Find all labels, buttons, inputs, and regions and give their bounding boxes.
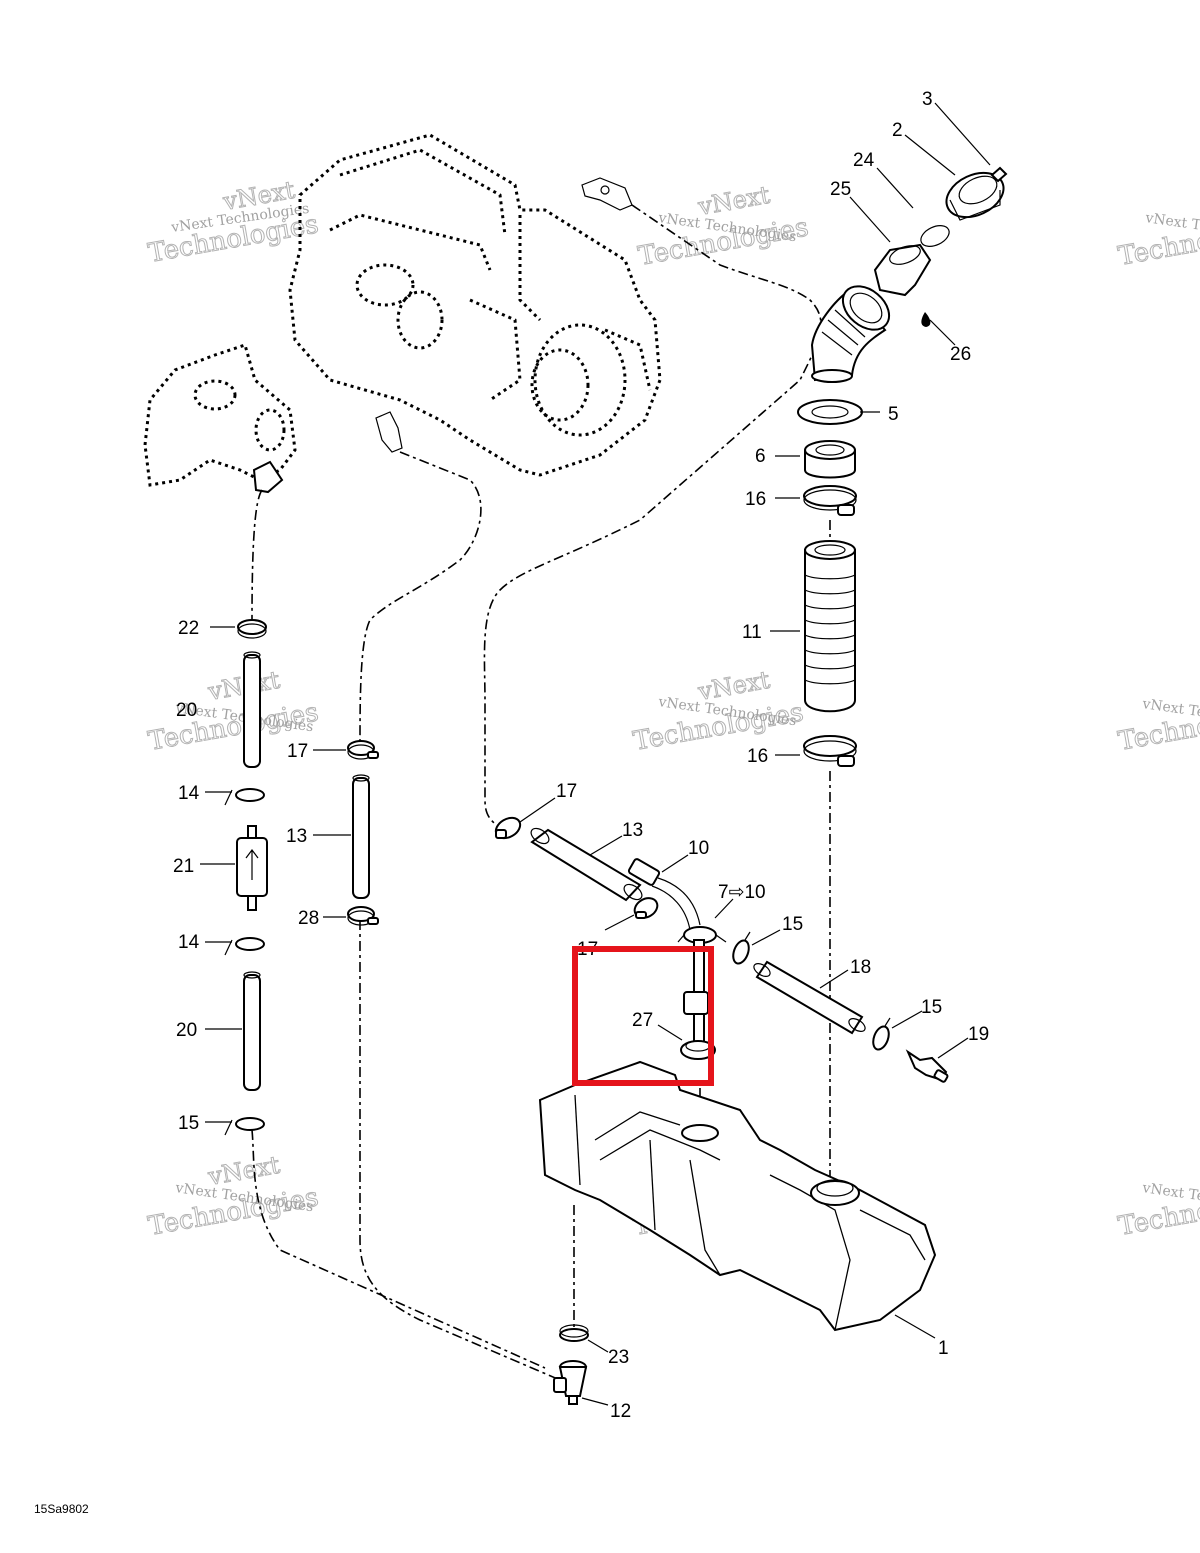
- svg-text:vNext: vNext: [695, 181, 772, 221]
- callout-22: 22: [178, 618, 199, 639]
- pump-outlet-fitting: [252, 460, 284, 494]
- vent-valve-part-25: [873, 243, 932, 297]
- callout-23: 23: [608, 1347, 629, 1368]
- callout-18: 18: [850, 957, 871, 978]
- filler-cap-part-2: [945, 171, 1005, 221]
- callout-27: 27: [632, 1010, 653, 1031]
- watermark-mid-right: vNext Technologies Technologies: [1116, 696, 1200, 757]
- watermark-bottom-right: vNext Technologies Technologies: [1116, 1180, 1200, 1242]
- filler-hose-part-11: [804, 540, 856, 713]
- watermark-top-left: vNext Technologies Technologies vNext: [146, 175, 322, 269]
- callout-10: 10: [688, 838, 709, 859]
- callout-20-lower: 20: [176, 1020, 197, 1041]
- grommet-part-27: [680, 991, 716, 1060]
- connector-part-10: [627, 858, 701, 931]
- callout-25: 25: [830, 179, 851, 200]
- highlight-box-part-27: [572, 946, 714, 1086]
- hose-part-20-upper: [243, 651, 261, 768]
- callout-13-middle: 13: [286, 826, 307, 847]
- filler-neck-part-4: [810, 285, 891, 383]
- fuel-tank: [538, 1060, 937, 1332]
- clamp-part-28: [347, 906, 379, 926]
- clamp-part-22: [237, 619, 267, 639]
- callout-labels: 3 2 24 25 26 5 6 16 11 16 22 20 14 21 14…: [173, 89, 989, 1422]
- callout-19: 19: [968, 1024, 989, 1045]
- watermark-top-right: vNext Technologies Technologies: [1116, 210, 1200, 272]
- callout-14-upper: 14: [178, 783, 200, 804]
- hose-part-18: [753, 960, 866, 1035]
- fuel-pickup-tube-part-7: [677, 926, 727, 993]
- callout-21: 21: [173, 856, 194, 877]
- hose-routing-lines: [251, 204, 831, 1381]
- drain-fitting-part-12: [553, 1360, 588, 1405]
- clamp-part-16-lower: [803, 735, 857, 767]
- check-valve-part-19: [905, 1049, 949, 1083]
- grommet-part-23: [559, 1324, 589, 1342]
- washer-part-5: [797, 399, 863, 425]
- callout-15-left: 15: [178, 1113, 199, 1134]
- callout-24: 24: [853, 150, 875, 171]
- callout-5: 5: [888, 404, 899, 425]
- clip-part-15-left: [224, 1117, 265, 1136]
- cap-screw-part-3: [990, 166, 1008, 183]
- engine-connector-mid: [375, 411, 403, 453]
- callout-26: 26: [950, 344, 971, 365]
- fuel-filter-part-21: [236, 825, 268, 911]
- hose-part-13-center: [530, 827, 643, 902]
- clip-part-15-center-upper: [732, 931, 751, 965]
- svg-text:vNext: vNext: [205, 1151, 282, 1191]
- clamp-part-16-upper: [803, 485, 857, 516]
- drop-symbol-part-26: [921, 312, 931, 327]
- callout-13-center: 13: [622, 820, 643, 841]
- callout-16-upper: 16: [745, 489, 766, 510]
- engine-connector-top: [581, 177, 633, 211]
- diagram-code: 15Sa9802: [34, 1502, 89, 1516]
- callout-15-center-upper: 15: [782, 914, 803, 935]
- callout-3: 3: [922, 89, 933, 110]
- svg-text:vNext: vNext: [695, 666, 772, 706]
- watermark-bottom-left: vNext Technologies Technologies vNext: [146, 1150, 322, 1242]
- callout-14-lower: 14: [178, 932, 200, 953]
- leader-lines: [200, 102, 991, 1406]
- callout-2: 2: [892, 120, 903, 141]
- callout-17-center: 17: [556, 781, 577, 802]
- callout-6: 6: [755, 446, 766, 467]
- o-ring-part-24: [920, 225, 950, 247]
- hose-part-20-lower: [243, 971, 261, 1091]
- callout-16-lower: 16: [747, 746, 768, 767]
- clip-part-15-center-lower: [872, 1017, 891, 1051]
- engine-outline: [288, 133, 662, 477]
- callout-20-upper: 20: [176, 700, 197, 721]
- callout-15-center-lower: 15: [921, 997, 942, 1018]
- hose-part-13-middle: [352, 774, 370, 899]
- callout-7-to-10: 7⇨10: [718, 882, 766, 903]
- fuel-pump-outline: [143, 343, 297, 487]
- callout-12: 12: [610, 1401, 631, 1422]
- nut-part-6: [804, 440, 856, 479]
- callout-11: 11: [742, 622, 762, 643]
- callout-1: 1: [938, 1338, 949, 1359]
- watermark-mid-center: vNext Technologies Technologies vNext: [631, 665, 807, 757]
- clamp-part-17-center-lower: [633, 897, 659, 919]
- clip-part-14-lower: [224, 937, 265, 956]
- callout-28: 28: [298, 908, 319, 929]
- callout-17-middle: 17: [287, 741, 308, 762]
- clamp-part-17-middle: [347, 740, 379, 760]
- clamp-part-17-center-top: [494, 816, 522, 840]
